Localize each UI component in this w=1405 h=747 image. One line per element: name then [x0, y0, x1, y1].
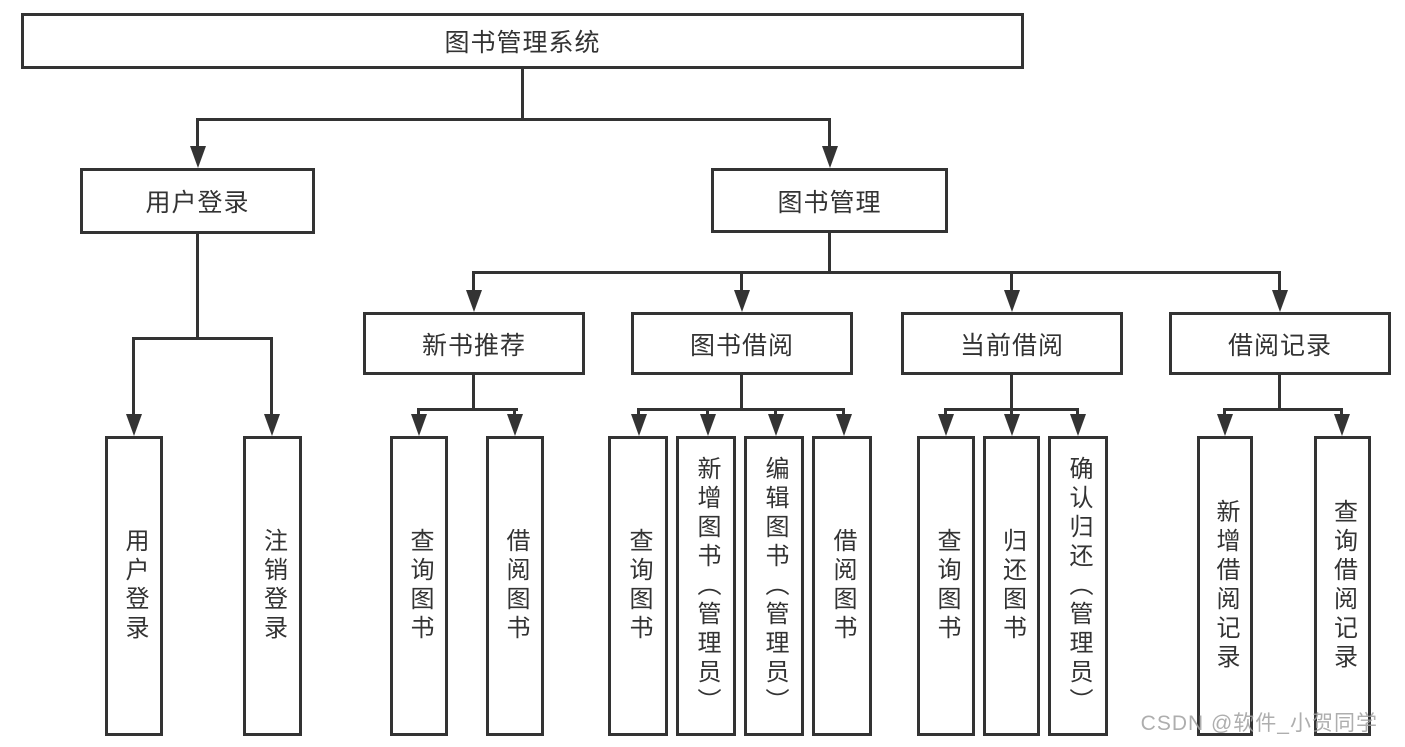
arrowhead-icon: [411, 414, 427, 436]
leaf-borrow-books-recommend: 借阅图书: [486, 436, 544, 736]
arrowhead-icon: [822, 146, 838, 168]
leaf-query-borrow-record: 查询借阅记录: [1314, 436, 1371, 736]
arrowhead-icon: [1217, 414, 1233, 436]
arrowhead-icon: [1004, 414, 1020, 436]
arrowhead-icon: [734, 290, 750, 312]
leaf-label: 归还图书: [998, 528, 1026, 644]
node-label: 图书管理系统: [444, 29, 601, 57]
leaf-label: 查询借阅记录: [1329, 499, 1357, 673]
node-label: 图书管理: [777, 188, 882, 217]
connector-line: [270, 337, 273, 419]
arrowhead-icon: [1272, 290, 1288, 312]
node-new-book-recommendation: 新书推荐: [363, 312, 585, 375]
node-user-login: 用户登录: [80, 168, 315, 234]
leaf-label: 新增图书（管理员）: [693, 455, 720, 717]
arrowhead-icon: [938, 414, 954, 436]
leaf-label: 用户登录: [121, 528, 148, 644]
leaf-confirm-return-admin: 确认归还（管理员）: [1048, 436, 1108, 736]
arrowhead-icon: [631, 414, 647, 436]
connector-line: [472, 271, 1281, 274]
leaf-label: 新增借阅记录: [1212, 499, 1239, 673]
leaf-label: 编辑图书（管理员）: [761, 455, 788, 717]
node-borrowing-records: 借阅记录: [1169, 312, 1391, 375]
leaf-label: 查询图书: [406, 528, 433, 644]
arrowhead-icon: [507, 414, 523, 436]
connector-line: [1010, 375, 1013, 411]
leaf-query-books-recommend: 查询图书: [390, 436, 448, 736]
arrowhead-icon: [700, 414, 716, 436]
leaf-label: 借阅图书: [829, 528, 856, 644]
leaf-return-books: 归还图书: [983, 436, 1040, 736]
leaf-label: 查询图书: [933, 528, 960, 644]
node-label: 图书借阅: [689, 331, 794, 360]
node-book-management: 图书管理: [711, 168, 948, 233]
connector-line: [132, 337, 135, 419]
leaf-label: 注销登录: [259, 528, 287, 644]
arrowhead-icon: [264, 414, 280, 436]
connector-line: [521, 69, 524, 119]
connector-line: [196, 118, 199, 152]
leaf-label: 查询图书: [625, 528, 652, 644]
csdn-watermark: CSDN @软件_小贺同学: [1140, 712, 1378, 735]
arrowhead-icon: [768, 414, 784, 436]
connector-line: [1278, 375, 1281, 411]
arrowhead-icon: [466, 290, 482, 312]
arrowhead-icon: [1070, 414, 1086, 436]
node-label: 用户登录: [145, 189, 250, 217]
connector-line: [1278, 271, 1281, 295]
node-library-management-system: 图书管理系统: [21, 13, 1024, 69]
connector-line: [828, 233, 831, 273]
connector-line: [196, 118, 831, 121]
connector-line: [132, 337, 273, 340]
node-label: 当前借阅: [959, 331, 1064, 360]
connector-line: [637, 408, 845, 411]
connector-line: [1223, 408, 1343, 411]
leaf-borrow-books-borrowing: 借阅图书: [812, 436, 872, 736]
arrowhead-icon: [1334, 414, 1350, 436]
node-current-borrowing: 当前借阅: [901, 312, 1123, 375]
node-label: 新书推荐: [421, 331, 526, 360]
leaf-label: 确认归还（管理员）: [1065, 455, 1092, 717]
leaf-edit-books-admin: 编辑图书（管理员）: [744, 436, 804, 736]
leaf-query-books-current: 查询图书: [917, 436, 975, 736]
leaf-logout: 注销登录: [243, 436, 302, 736]
leaf-query-books-borrowing: 查询图书: [608, 436, 668, 736]
arrowhead-icon: [126, 414, 142, 436]
leaf-label: 借阅图书: [502, 528, 529, 644]
connector-line: [472, 375, 475, 411]
node-label: 借阅记录: [1227, 331, 1332, 360]
node-book-borrowing: 图书借阅: [631, 312, 853, 375]
connector-line: [1010, 271, 1013, 295]
leaf-add-books-admin: 新增图书（管理员）: [676, 436, 736, 736]
arrowhead-icon: [190, 146, 206, 168]
connector-line: [828, 118, 831, 152]
connector-line: [740, 271, 743, 295]
arrowhead-icon: [1004, 290, 1020, 312]
connector-line: [196, 234, 199, 340]
connector-line: [472, 271, 475, 295]
arrowhead-icon: [836, 414, 852, 436]
connector-line: [417, 408, 518, 411]
connector-line: [740, 375, 743, 411]
leaf-user-login: 用户登录: [105, 436, 163, 736]
leaf-add-borrow-record: 新增借阅记录: [1197, 436, 1253, 736]
